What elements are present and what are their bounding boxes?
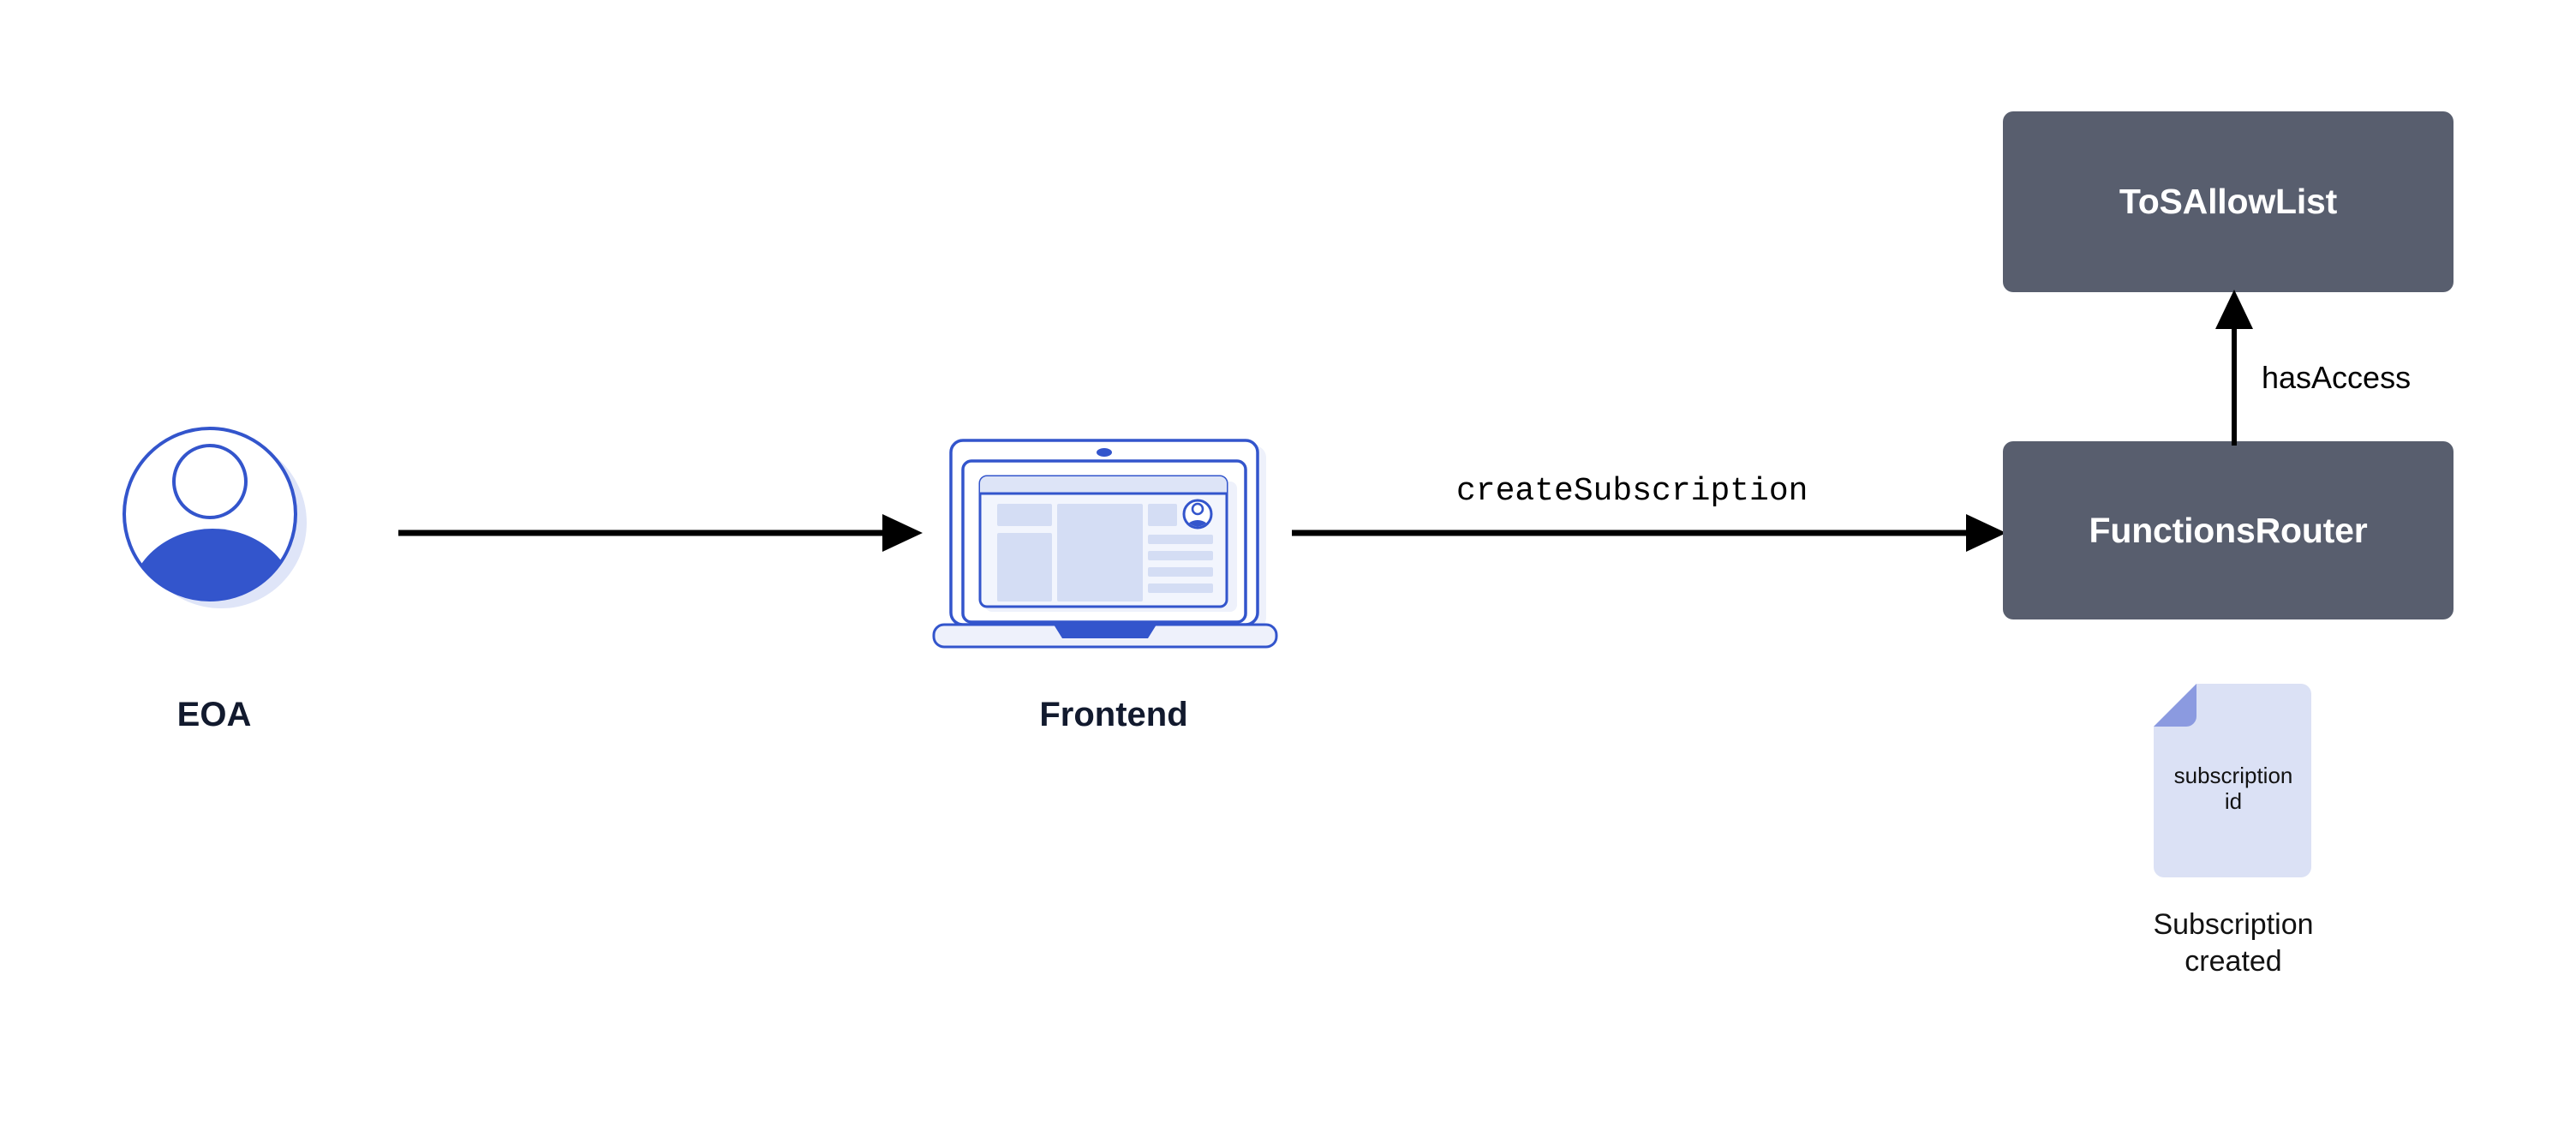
edge-label-create-subscription: createSubscription bbox=[1456, 473, 1808, 510]
edge-label-has-access: hasAccess bbox=[2262, 360, 2412, 395]
laptop-icon bbox=[925, 428, 1302, 668]
arrow-eoa-to-frontend bbox=[398, 514, 923, 552]
document-caption-line2: created bbox=[2185, 944, 2282, 978]
frontend-label: Frontend bbox=[1039, 696, 1188, 733]
document-icon: subscription id bbox=[2152, 682, 2315, 879]
user-avatar-icon bbox=[120, 420, 308, 617]
node-tos-allowlist[interactable]: ToSAllowList bbox=[2003, 111, 2453, 292]
document-caption-line1: Subscription bbox=[2153, 908, 2314, 941]
arrow-router-to-tos-allowlist bbox=[2215, 290, 2253, 446]
node-functions-router-label: FunctionsRouter bbox=[2089, 510, 2368, 550]
arrow-frontend-to-router bbox=[1292, 514, 2006, 552]
eoa-label: EOA bbox=[176, 696, 252, 733]
node-functions-router[interactable]: FunctionsRouter bbox=[2003, 441, 2453, 619]
document-caption: Subscription created bbox=[2083, 907, 2383, 979]
node-tos-allowlist-label: ToSAllowList bbox=[2119, 182, 2338, 221]
